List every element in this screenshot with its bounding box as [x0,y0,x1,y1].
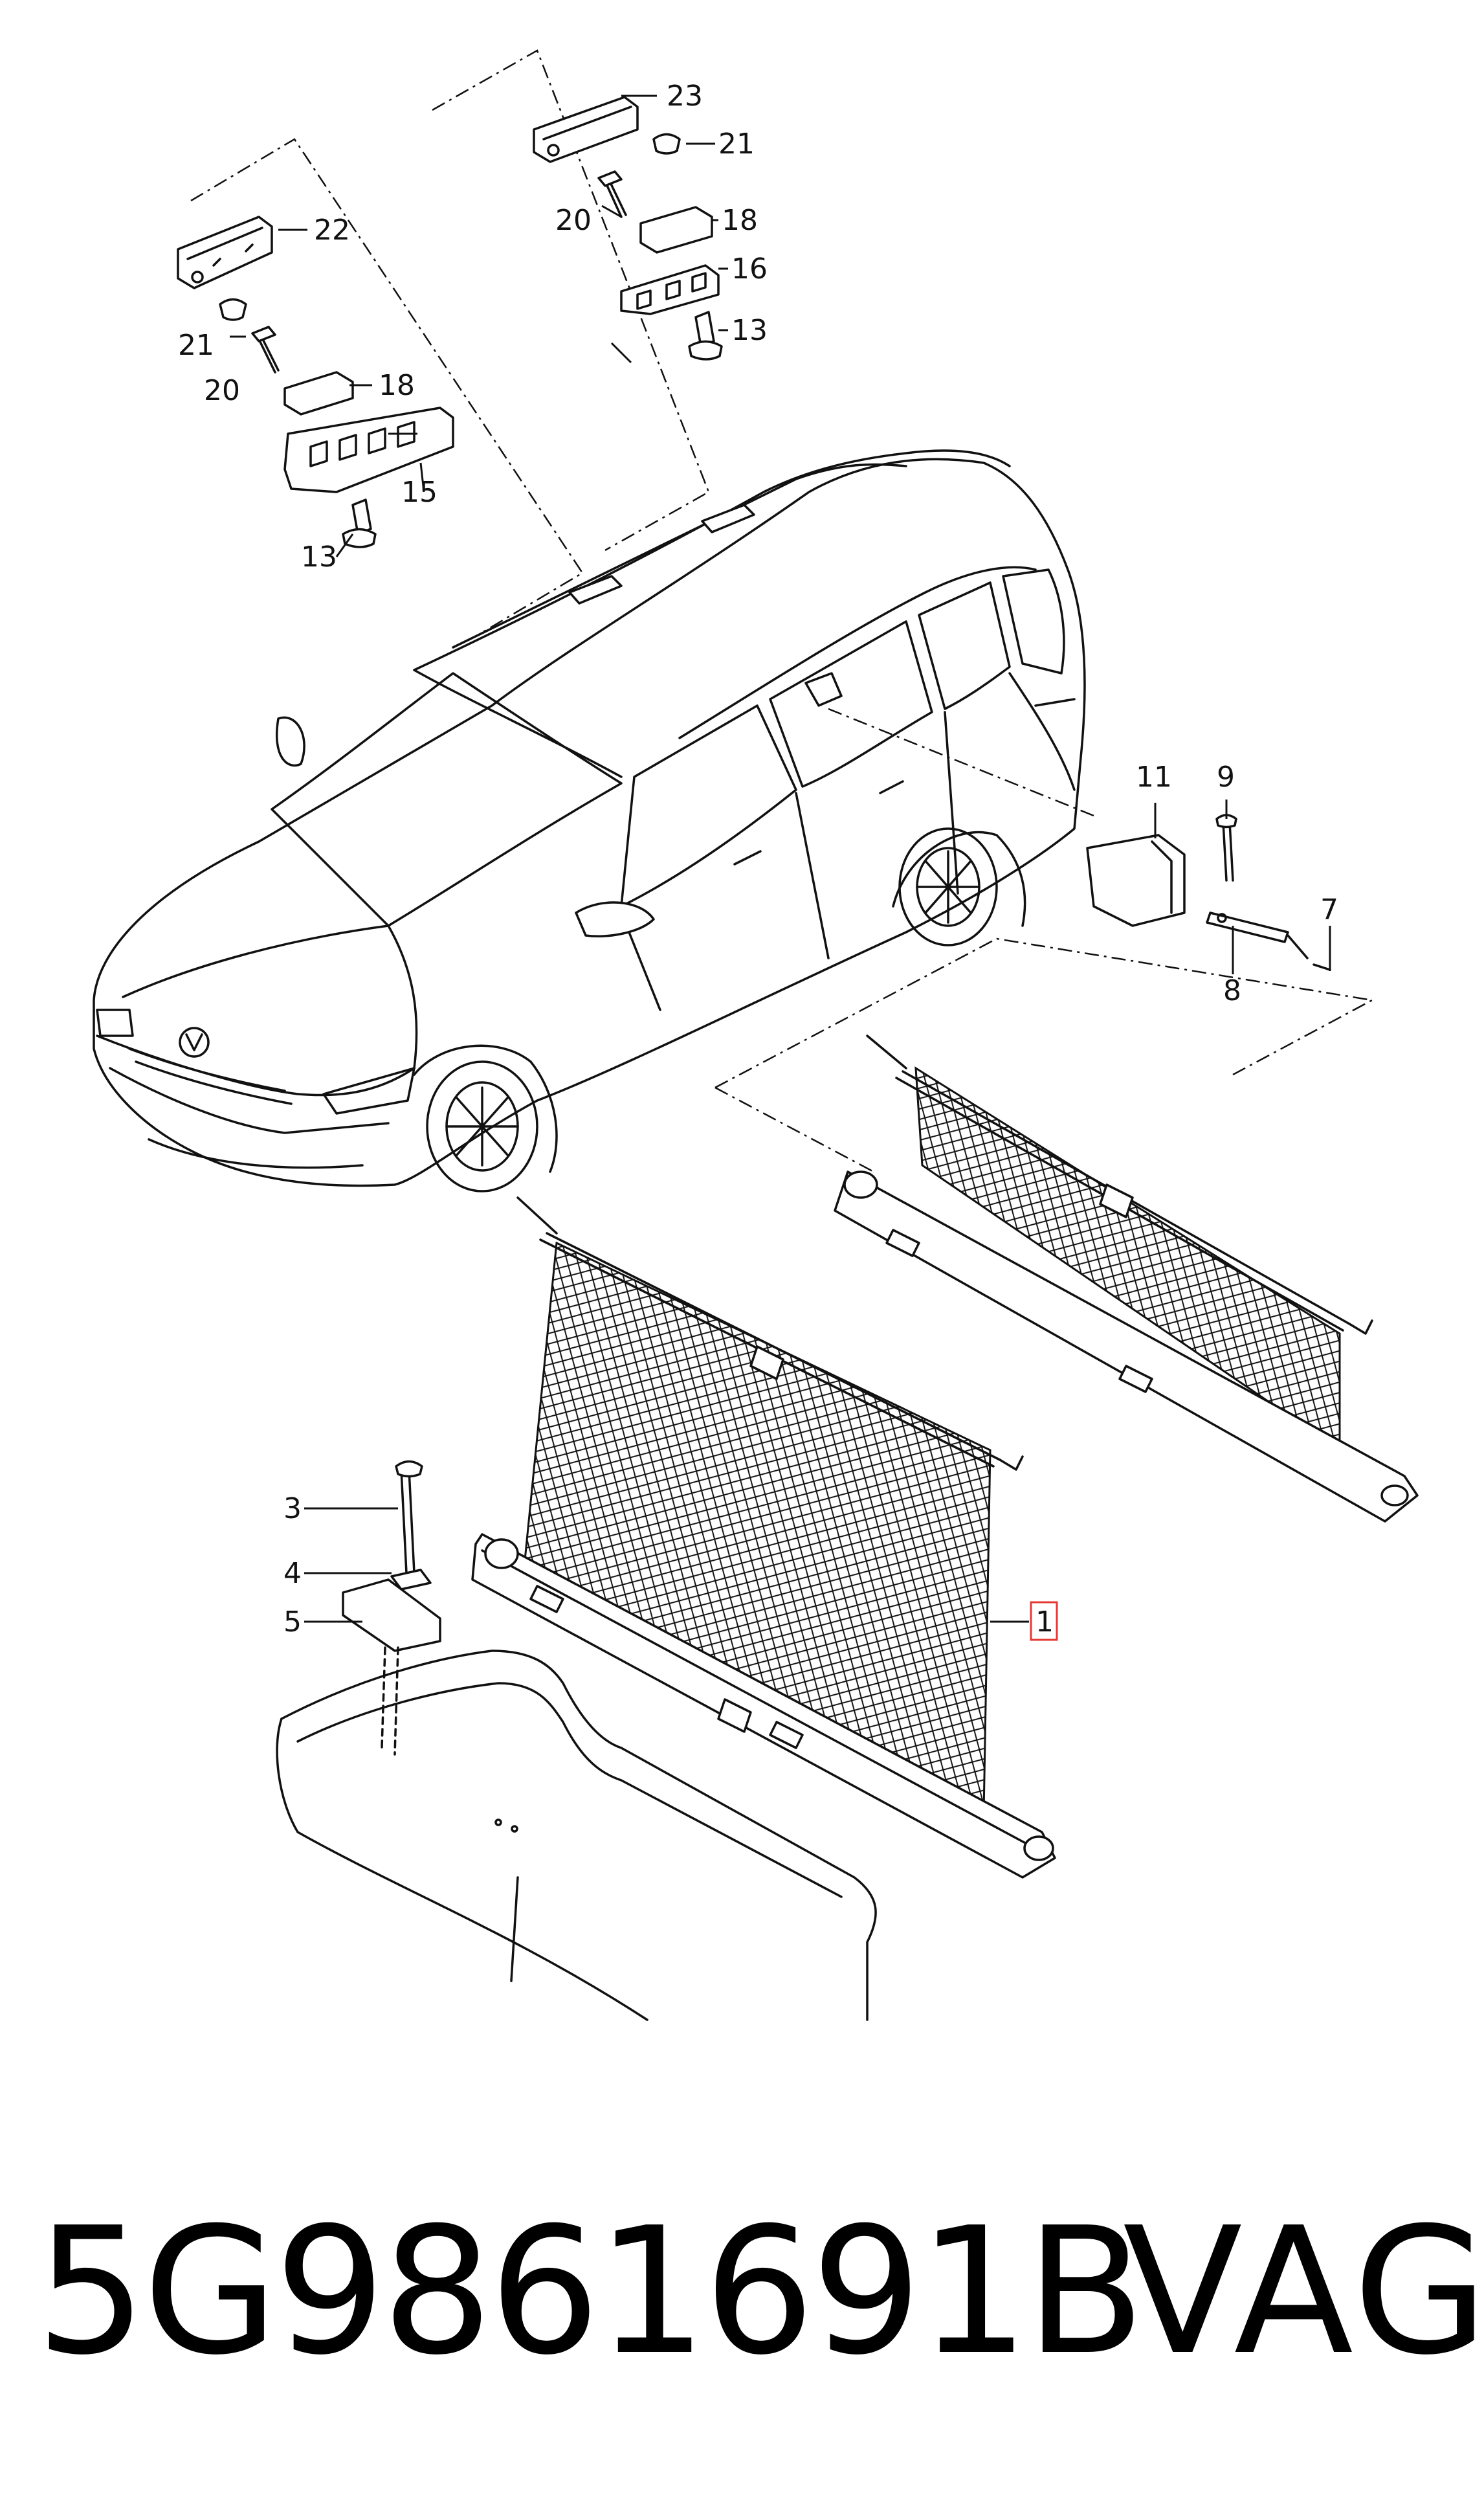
callout-1: 1 [1035,1605,1054,1639]
callout-16: 16 [731,252,768,285]
car-illustration [93,449,1086,1192]
callout-1-highlight [1030,1601,1058,1641]
callout-18-left: 18 [379,369,415,402]
callout-20-right: 20 [555,204,592,237]
callout-5: 5 [283,1605,302,1639]
guide-frames [190,49,1375,1173]
callout-23: 23 [667,80,703,113]
callout-20-left: 20 [204,374,240,407]
callout-21-right: 21 [718,128,755,161]
brand-name: VAG [1123,2189,1484,2393]
callout-4: 4 [283,1557,302,1590]
cargo-net-lower [471,1196,1056,1879]
roof-bracket-left [177,216,454,548]
footer-caption: 5G9861691B VAG [36,2189,1484,2393]
callout-13-left: 13 [301,541,337,574]
callout-7: 7 [1320,893,1338,926]
callout-labels: 1 3 4 5 7 8 9 11 13 13 15 16 18 18 20 20… [178,80,1338,1639]
callout-9: 9 [1217,761,1235,794]
callout-21-left: 21 [178,329,214,362]
callout-11: 11 [1136,761,1172,794]
callout-22: 22 [314,214,350,247]
hook-assembly [1086,814,1331,971]
cargo-net-upper [834,1035,1419,1523]
floor-mount [276,1460,877,2021]
callout-8: 8 [1223,974,1241,1007]
callout-18-right: 18 [722,204,758,237]
callout-13-right: 13 [731,314,768,347]
leader-lines [230,95,1331,1623]
roof-bracket-right [533,96,723,361]
callout-3: 3 [283,1492,302,1525]
callout-15: 15 [401,476,437,509]
part-number: 5G9861691B [36,2189,1146,2393]
